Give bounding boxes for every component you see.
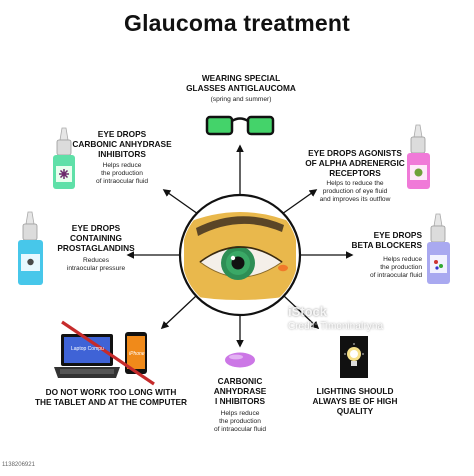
treatment-heading: DO NOT WORK TOO LONG WITH THE TABLET AND… xyxy=(34,387,188,407)
lightbulb-icon xyxy=(340,336,368,378)
treatment-beta-blockers: EYE DROPS BETA BLOCKERS Helps reduce the… xyxy=(344,230,422,279)
image-id-label: 1138206921 xyxy=(2,462,35,468)
treatment-lighting: LIGHTING SHOULD ALWAYS BE OF HIGH QUALIT… xyxy=(300,386,410,416)
tablet-pill-icon xyxy=(225,352,255,368)
eye-drop-bottle-beta-blockers-icon xyxy=(427,213,450,284)
eye-drop-bottle-prostaglandins-icon xyxy=(18,211,43,285)
watermark-credit: Credit: TimoninaIryna xyxy=(288,321,384,332)
central-eye-illustration xyxy=(178,193,302,317)
eye-drop-bottle-agonists-icon xyxy=(407,124,430,189)
treatment-heading: EYE DROPS AGONISTS OF ALPHA ADRENERGIC R… xyxy=(305,148,405,178)
treatment-carbonic-anhydrase-tablets: CARBONIC ANHYDRASE I NHIBITORS Helps red… xyxy=(190,376,290,433)
treatment-description: Helps to reduce the production of eye fl… xyxy=(319,180,391,203)
treatment-description: Reduces intraocular pressure xyxy=(66,257,126,272)
treatment-glasses: WEARING SPECIAL GLASSES ANTIGLAUCOMA (sp… xyxy=(176,73,306,104)
treatment-heading: LIGHTING SHOULD ALWAYS BE OF HIGH QUALIT… xyxy=(312,386,398,416)
watermark-brand: iStock xyxy=(288,304,328,319)
treatment-description: (spring and summer) xyxy=(210,96,272,103)
treatment-heading: CARBONIC ANHYDRASE I NHIBITORS xyxy=(213,376,267,406)
phone-icon xyxy=(125,332,147,374)
treatment-agonists: EYE DROPS AGONISTS OF ALPHA ADRENERGIC R… xyxy=(300,148,410,203)
treatment-description: Helps reduce the production of intraocul… xyxy=(369,256,422,279)
treatment-heading: EYE DROPS BETA BLOCKERS xyxy=(351,230,422,250)
treatment-heading: WEARING SPECIAL GLASSES ANTIGLAUCOMA xyxy=(186,73,296,93)
arrows xyxy=(126,144,354,348)
treatment-screen-time: DO NOT WORK TOO LONG WITH THE TABLET AND… xyxy=(28,387,194,407)
arrow-lighting xyxy=(283,295,320,330)
treatment-heading: EYE DROPS CONTAINING PROSTAGLANDINS xyxy=(57,223,135,253)
laptop-screen-text: Laptop Compu xyxy=(71,346,104,352)
cross-out-line xyxy=(61,320,155,386)
eye-drop-bottle-carbonic-anhydrase-icon xyxy=(53,127,75,189)
glasses-icon xyxy=(205,115,275,136)
treatment-description: Helps reduce the production of intraocul… xyxy=(213,410,267,433)
treatment-heading: EYE DROPS CARBONIC ANHYDRASE INHIBITORS xyxy=(72,129,172,159)
phone-screen-text: iPhone xyxy=(129,351,145,357)
arrow-cai-drops xyxy=(162,189,199,215)
treatment-carbonic-anhydrase-drops: EYE DROPS CARBONIC ANHYDRASE INHIBITORS … xyxy=(72,129,172,185)
treatment-description: Helps reduce the production of intraocul… xyxy=(95,162,149,185)
arrow-screens xyxy=(160,295,197,330)
treatment-prostaglandins: EYE DROPS CONTAINING PROSTAGLANDINS Redu… xyxy=(48,223,144,273)
arrow-agonists xyxy=(281,189,318,215)
diagram-title: Glaucoma treatment xyxy=(124,10,350,36)
